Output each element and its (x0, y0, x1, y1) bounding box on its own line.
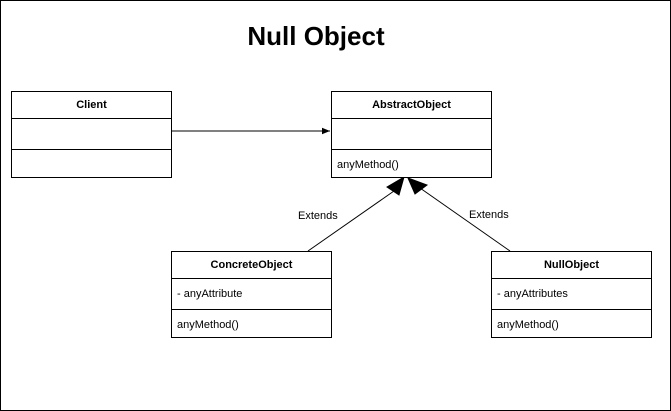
class-null-object[interactable]: NullObject - anyAttributes anyMethod() (491, 251, 652, 338)
inheritance-arrowhead-null (407, 177, 429, 195)
inheritance-arrowhead-concrete (386, 175, 405, 196)
class-methods (12, 150, 171, 178)
inheritance-line-concrete (307, 190, 395, 252)
extends-label-null: Extends (469, 209, 509, 221)
inheritance-line-null (419, 187, 511, 252)
class-name: AbstractObject (332, 92, 491, 119)
class-attributes (12, 119, 171, 150)
class-attributes: - anyAttributes (492, 279, 651, 310)
class-methods: anyMethod() (337, 159, 399, 171)
class-methods: anyMethod() (497, 319, 559, 331)
class-name: ConcreteObject (172, 252, 331, 279)
class-methods: anyMethod() (177, 319, 239, 331)
extends-label-concrete: Extends (298, 210, 338, 222)
class-abstract-object[interactable]: AbstractObject anyMethod() (331, 91, 492, 178)
class-name: NullObject (492, 252, 651, 279)
class-attributes: - anyAttribute (172, 279, 331, 310)
diagram-title: Null Object (247, 21, 385, 51)
class-name: Client (12, 92, 171, 119)
class-attributes (332, 119, 491, 150)
class-client[interactable]: Client (11, 91, 172, 178)
class-concrete-object[interactable]: ConcreteObject - anyAttribute anyMethod(… (171, 251, 332, 338)
